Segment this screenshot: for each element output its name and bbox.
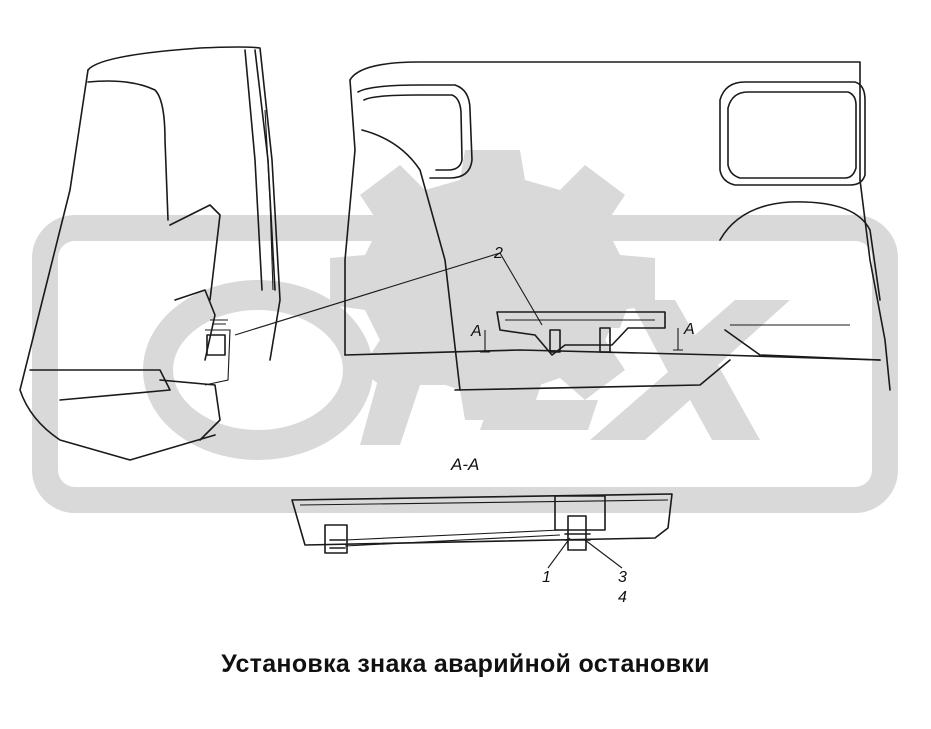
watermark-x-letter (590, 300, 790, 440)
bracket-assembly (496, 311, 666, 356)
cab-right-side (719, 81, 891, 391)
cab-left-side (19, 46, 281, 461)
section-title: А-А (450, 455, 479, 474)
callout-2-leaders (234, 252, 543, 336)
cab-middle-side (344, 61, 881, 391)
figure-caption: Установка знака аварийной остановки (221, 650, 710, 678)
section-a-a-detail (291, 493, 673, 554)
section-callout-leaders (547, 537, 623, 569)
watermark-banner (32, 215, 898, 513)
watermark-o-letter (143, 280, 373, 460)
callout-3-label: 3 (618, 569, 627, 586)
section-markers (480, 328, 683, 353)
callout-1-label: 1 (542, 569, 551, 586)
section-mark-right: А (683, 321, 695, 338)
callout-2-label: 2 (493, 245, 503, 262)
watermark-r-letter (360, 300, 509, 445)
section-mark-left: А (470, 323, 482, 340)
callout-4-label: 4 (618, 589, 627, 606)
